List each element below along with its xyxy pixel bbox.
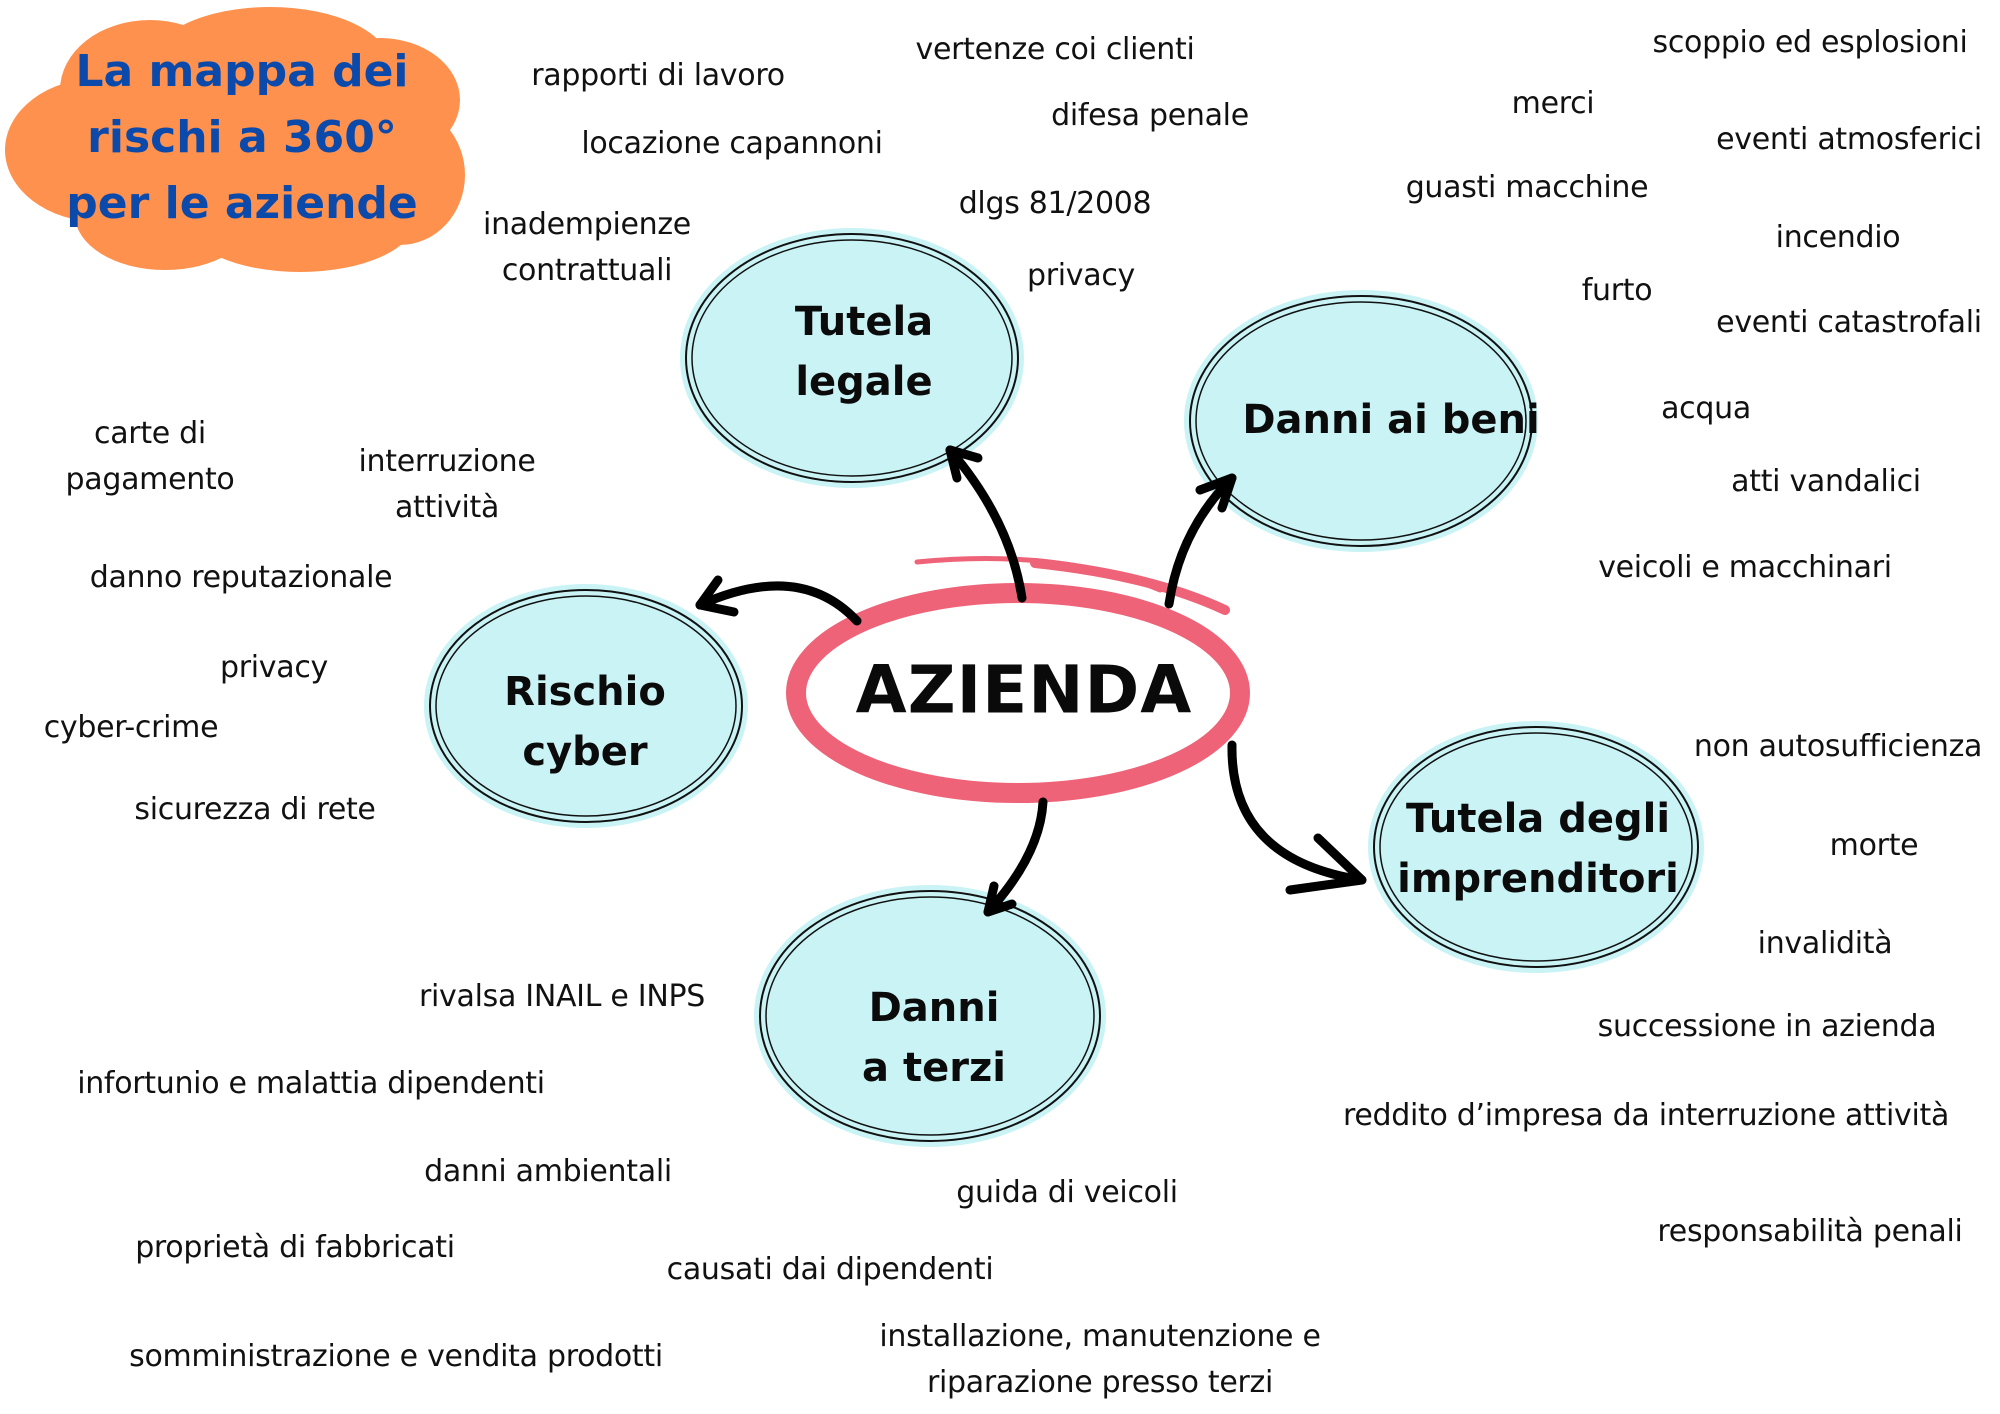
node-label-line: cyber bbox=[522, 729, 648, 775]
arrow-to-rischio-cyber bbox=[695, 575, 862, 626]
item-danno-reputazionale: danno reputazionale bbox=[89, 560, 393, 595]
arrow-to-danni-a-terzi bbox=[983, 797, 1048, 917]
item-responsabilita-penali: responsabilità penali bbox=[1657, 1214, 1963, 1249]
item-morte: morte bbox=[1829, 828, 1919, 863]
item-successione-in-azienda: successione in azienda bbox=[1597, 1009, 1937, 1044]
node-label-line: legale bbox=[795, 359, 933, 405]
item-difesa-penale: difesa penale bbox=[1051, 98, 1249, 133]
item-cyber-crime: cyber-crime bbox=[43, 710, 219, 745]
item-vertenze-coi-clienti: vertenze coi clienti bbox=[915, 32, 1195, 67]
map-title: La mappa dei rischi a 360° per le aziend… bbox=[66, 39, 417, 237]
node-label-line: Tutela degli bbox=[1405, 796, 1671, 842]
item-atti-vandalici: atti vandalici bbox=[1731, 464, 1921, 499]
title-line: rischi a 360° bbox=[87, 112, 397, 163]
arrow-to-danni-ai-beni bbox=[1164, 473, 1237, 609]
item-incendio: incendio bbox=[1775, 220, 1901, 255]
arrow-to-tutela-imprenditori bbox=[1227, 740, 1367, 895]
item-reddito-impresa: reddito d’impresa da interruzione attivi… bbox=[1342, 1098, 1950, 1133]
item-non-autosufficienza: non autosufficienza bbox=[1693, 729, 1983, 764]
item-acqua: acqua bbox=[1661, 391, 1751, 426]
item-veicoli-e-macchinari: veicoli e macchinari bbox=[1598, 550, 1892, 585]
title-line: La mappa dei bbox=[75, 46, 409, 97]
item-scoppio-ed-esplosioni: scoppio ed esplosioni bbox=[1652, 25, 1968, 60]
item-carte-di-pagamento: carte di pagamento bbox=[65, 416, 235, 497]
item-somministrazione-vendita: somministrazione e vendita prodotti bbox=[129, 1339, 663, 1374]
node-danni-ai-beni-shape bbox=[1184, 290, 1538, 552]
node-danni-ai-beni[interactable]: Danni ai beni bbox=[1242, 390, 1539, 450]
node-danni-a-terzi[interactable]: Danni a terzi bbox=[862, 978, 1006, 1098]
node-rischio-cyber-shape bbox=[424, 584, 748, 828]
item-invalidita: invalidità bbox=[1757, 926, 1893, 961]
node-label-line: imprenditori bbox=[1397, 856, 1679, 902]
title-cloud-shape bbox=[5, 7, 465, 272]
item-locazione-capannoni: locazione capannoni bbox=[581, 126, 883, 161]
node-tutela-legale-shape bbox=[680, 228, 1024, 488]
item-inadempienze-contrattuali: inadempienze contrattuali bbox=[483, 207, 691, 288]
item-privacy-legale: privacy bbox=[1027, 258, 1135, 293]
item-sicurezza-di-rete: sicurezza di rete bbox=[134, 792, 376, 827]
item-eventi-atmosferici: eventi atmosferici bbox=[1716, 122, 1982, 157]
item-guasti-macchine: guasti macchine bbox=[1405, 170, 1649, 205]
item-rapporti-di-lavoro: rapporti di lavoro bbox=[531, 58, 785, 93]
node-tutela-imprenditori[interactable]: Tutela degli imprenditori bbox=[1397, 789, 1679, 909]
node-label-line: Danni bbox=[868, 985, 1000, 1031]
item-interruzione-attivita: interruzione attività bbox=[358, 444, 536, 525]
center-label: AZIENDA bbox=[855, 651, 1193, 729]
item-installazione-manutenzione: installazione, manutenzione e riparazion… bbox=[879, 1319, 1321, 1400]
item-furto: furto bbox=[1581, 273, 1653, 308]
node-danni-a-terzi-shape bbox=[754, 885, 1106, 1147]
item-dlgs-81-2008: dlgs 81/2008 bbox=[958, 186, 1152, 221]
item-causati-dai-dipendenti: causati dai dipendenti bbox=[666, 1252, 994, 1287]
node-label-line: Tutela bbox=[794, 299, 934, 345]
item-merci: merci bbox=[1511, 86, 1595, 121]
item-rivalsa-inail-inps: rivalsa INAIL e INPS bbox=[418, 979, 706, 1014]
node-tutela-legale[interactable]: Tutela legale bbox=[795, 292, 933, 412]
item-danni-ambientali: danni ambientali bbox=[424, 1154, 672, 1189]
node-label-line: Danni ai beni bbox=[1242, 397, 1540, 443]
node-label-line: Rischio bbox=[504, 669, 666, 715]
node-tutela-imprenditori-shape bbox=[1368, 721, 1704, 973]
item-proprieta-fabbricati: proprietà di fabbricati bbox=[135, 1230, 455, 1265]
item-eventi-catastrofali: eventi catastrofali bbox=[1716, 305, 1982, 340]
arrow-to-tutela-legale bbox=[945, 445, 1027, 603]
title-line: per le aziende bbox=[66, 178, 418, 229]
item-infortunio-malattia: infortunio e malattia dipendenti bbox=[77, 1066, 545, 1101]
item-guida-di-veicoli: guida di veicoli bbox=[956, 1175, 1178, 1210]
node-rischio-cyber[interactable]: Rischio cyber bbox=[504, 662, 666, 782]
item-privacy-cyber: privacy bbox=[220, 650, 328, 685]
node-label-line: a terzi bbox=[862, 1045, 1006, 1091]
